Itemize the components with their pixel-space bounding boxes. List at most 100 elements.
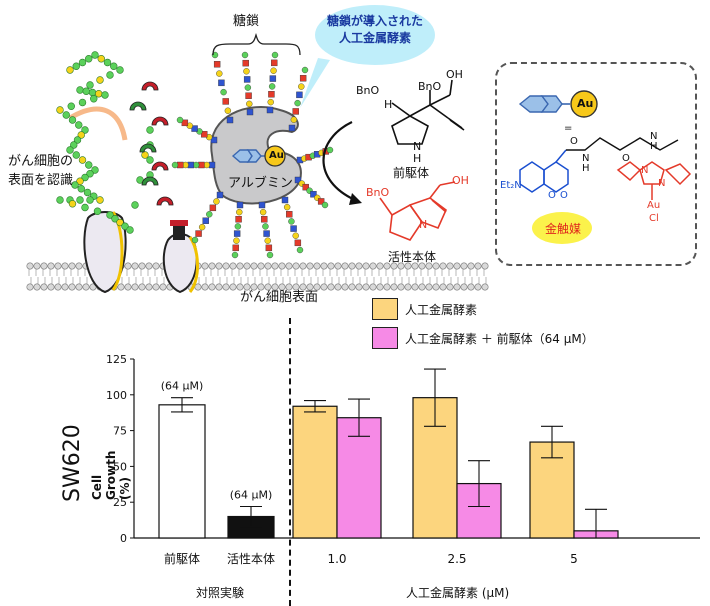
glycan-bead: [86, 170, 94, 178]
chem-o3: O: [570, 136, 578, 147]
glycan-unit: [321, 201, 329, 209]
lipid-head: [481, 283, 489, 291]
active-label: 活性本体: [388, 250, 437, 264]
bar: [158, 404, 206, 539]
lipid-head: [285, 283, 293, 291]
y-tick-label: 100: [106, 389, 127, 402]
catalyst-label: 金触媒: [545, 222, 582, 236]
lectin: [141, 81, 159, 91]
lipid-head: [82, 283, 90, 291]
glycan-bead: [66, 146, 74, 154]
lipid-head: [40, 262, 48, 270]
glycan-bead: [131, 201, 139, 209]
glycan-unit: [235, 216, 242, 223]
lipid-head: [299, 283, 307, 291]
glycan-unit: [263, 230, 270, 237]
glycan-bead: [106, 211, 114, 219]
y-tick-label: 0: [120, 532, 127, 545]
glycan-bead: [146, 156, 154, 164]
glycan-bead: [91, 51, 99, 59]
lipid-head: [411, 262, 419, 270]
glycan-bead: [103, 58, 112, 67]
lipid-head: [271, 283, 279, 291]
chem-nh-h: H: [413, 152, 422, 165]
glycan-unit: [294, 176, 302, 184]
lipid-head: [390, 262, 398, 270]
glycan-bead: [111, 215, 119, 223]
lipid-head: [313, 262, 321, 270]
bar-annotation: (64 μM): [230, 488, 273, 501]
bubble-line-1: 糖鎖が導入された: [326, 14, 423, 28]
lipid-head: [278, 262, 286, 270]
glycan-unit: [259, 208, 267, 216]
glycan-bead: [56, 106, 64, 114]
lipid-head: [138, 283, 146, 291]
chem-o4: O: [622, 153, 630, 164]
lipid-head: [117, 283, 125, 291]
albumin-glycan-chains: [171, 51, 334, 259]
glycan-unit: [224, 107, 232, 114]
schematic-svg: [26, 5, 692, 294]
lipid-head: [453, 262, 461, 270]
glycan-unit: [244, 84, 252, 91]
glycan-bead: [72, 151, 80, 159]
lipid-head: [397, 262, 405, 270]
lipid-head: [327, 262, 335, 270]
lipid-head: [362, 283, 370, 291]
glycan-unit: [213, 61, 221, 68]
x-category-label: 活性本体: [227, 552, 275, 566]
glycan-unit: [267, 98, 274, 106]
glycan-unit: [266, 251, 274, 259]
lipid-head: [26, 262, 34, 270]
lipid-head: [320, 283, 328, 291]
glycan-bead: [68, 200, 77, 208]
lipid-head: [145, 283, 153, 291]
glycan-bead: [76, 86, 84, 94]
group-separator: [289, 318, 291, 606]
glycan-unit: [258, 201, 266, 209]
glycan-bead: [62, 111, 70, 119]
lipid-head: [474, 262, 482, 270]
glycan-bead: [75, 121, 83, 129]
glycan-bead: [110, 62, 118, 70]
glycan-unit: [296, 91, 303, 99]
chem-o2: O: [560, 190, 568, 201]
glycan-unit: [271, 59, 278, 67]
glycan-bead: [91, 166, 99, 174]
glycan-bead: [78, 156, 87, 164]
glycan-unit: [261, 216, 268, 223]
chem-oh-2: OH: [452, 174, 469, 187]
glycan-bead: [93, 207, 102, 215]
glycan-bead: [82, 87, 90, 95]
lipid-head: [341, 262, 349, 270]
speech-bubble: [300, 5, 435, 108]
lipid-head: [250, 262, 258, 270]
glycan-unit: [232, 244, 239, 252]
chem-nh: N: [413, 140, 422, 153]
lipid-head: [453, 283, 461, 291]
bubble-text: 糖鎖が導入された 人工金属酵素: [318, 13, 432, 47]
glycan-unit: [246, 100, 253, 108]
lipid-head: [40, 283, 48, 291]
glycan-unit: [302, 183, 309, 191]
glycan-unit: [301, 66, 309, 74]
x-category-label: 5: [570, 552, 578, 566]
glycan-bead: [71, 181, 79, 189]
lipid-head: [285, 262, 293, 270]
lipid-head: [306, 283, 314, 291]
glycan-bead: [78, 98, 87, 107]
lipid-head: [257, 262, 265, 270]
glycan-unit: [243, 76, 251, 83]
chem-h-amide2: H: [650, 141, 658, 152]
glycan-unit: [233, 230, 241, 237]
legend-swatch-enzyme: [372, 298, 398, 320]
glycan-unit: [286, 211, 293, 218]
active-structure: [379, 181, 456, 241]
glycan-bead: [73, 136, 82, 144]
lipid-head: [474, 283, 482, 291]
glycan-unit: [209, 204, 217, 212]
lipid-head: [138, 262, 146, 270]
lipid-head: [26, 283, 34, 291]
glycan-bead: [96, 196, 104, 204]
lipid-head: [299, 262, 307, 270]
